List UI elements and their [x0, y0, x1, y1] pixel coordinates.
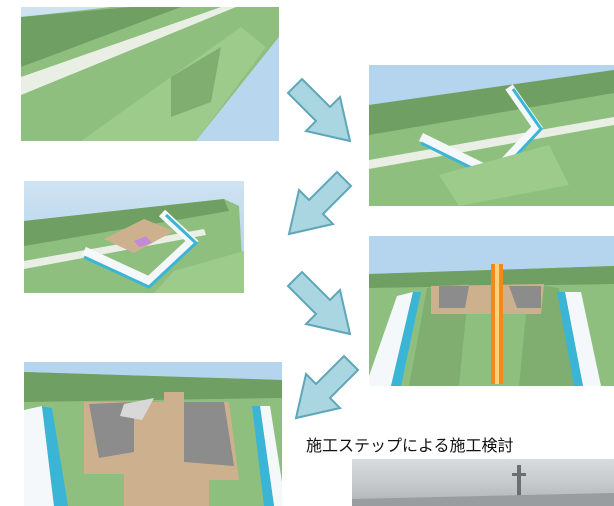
arrow-1-icon [284, 75, 356, 147]
terrain-render-pit-icon [24, 199, 244, 293]
step3-render [24, 181, 244, 293]
terrain-render-excavation-icon [24, 362, 282, 506]
step2-render [369, 65, 614, 206]
site-photo [352, 459, 614, 506]
step1-render [21, 7, 279, 141]
terrain-render-v-wall-icon [369, 65, 614, 206]
arrow-4-icon [290, 352, 362, 424]
arrow-3-icon [284, 268, 356, 340]
caption: 施工ステップによる施工検討 [306, 436, 514, 455]
arrow-2-icon [283, 168, 355, 240]
step5-render [24, 362, 282, 506]
terrain-render-icon [21, 7, 279, 141]
terrain-render-channel-icon [369, 236, 614, 386]
step4-render [369, 236, 614, 386]
